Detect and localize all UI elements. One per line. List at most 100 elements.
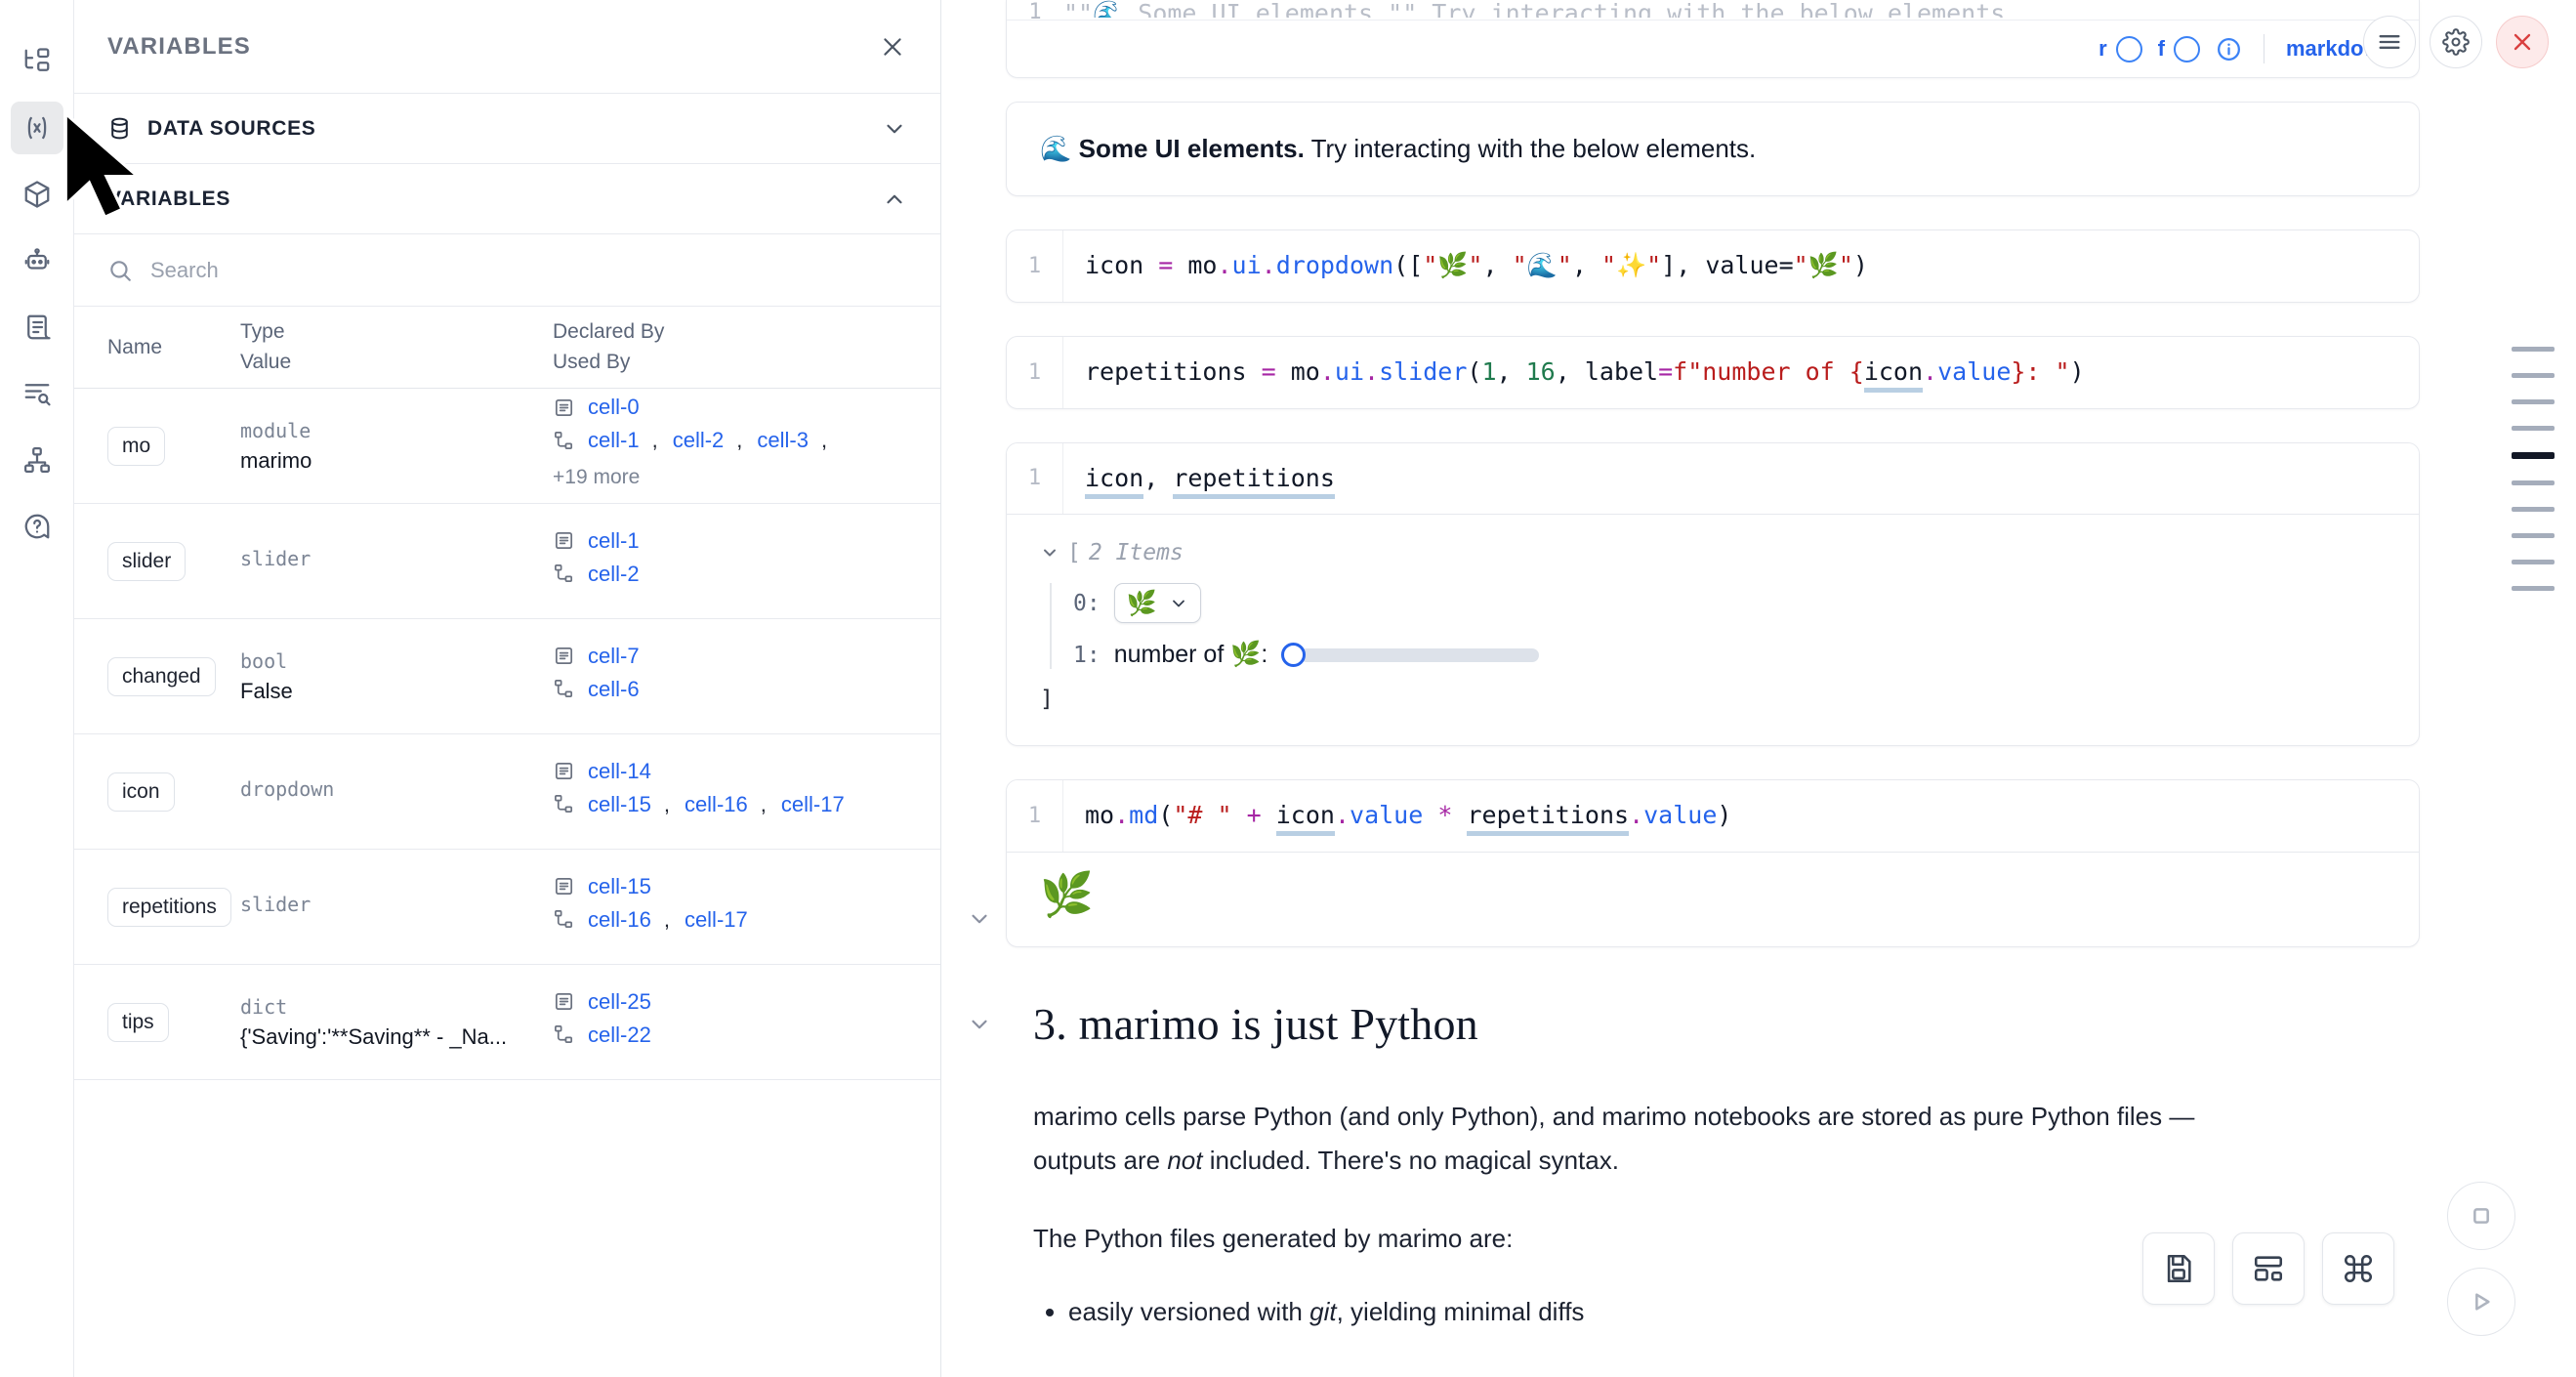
- minimap-bar[interactable]: [2512, 373, 2555, 378]
- column-header-declared-by: Declared By: [553, 320, 665, 343]
- minimap-bar[interactable]: [2512, 399, 2555, 404]
- list-output-header[interactable]: [ 2 Items: [1040, 540, 2386, 565]
- cell-link[interactable]: cell-16: [588, 906, 651, 932]
- play-icon[interactable]: [2447, 1268, 2515, 1336]
- file-tree-icon[interactable]: [11, 35, 63, 88]
- search-icon: [107, 258, 133, 283]
- section-paragraph-2: The Python files generated by marimo are…: [1033, 1224, 1514, 1254]
- column-header-type: Type: [240, 320, 285, 343]
- close-icon[interactable]: [2496, 16, 2549, 68]
- dependency-graph-icon[interactable]: [11, 434, 63, 486]
- notebook-area: 1 ""🌊 Some UI elements."" Try interactin…: [941, 0, 2576, 1377]
- cell-link[interactable]: cell-1: [588, 428, 640, 452]
- cell-link[interactable]: cell-2: [588, 561, 640, 586]
- cell-link[interactable]: cell-25: [588, 988, 651, 1014]
- package-icon[interactable]: [11, 168, 63, 221]
- minimap-bar[interactable]: [2512, 586, 2555, 591]
- column-header-name: Name: [107, 335, 163, 358]
- separator: ,: [760, 791, 767, 816]
- slider-thumb[interactable]: [1281, 643, 1307, 668]
- cell-link[interactable]: cell-16: [684, 791, 748, 816]
- link-icon: [553, 563, 575, 585]
- code-text-ghost[interactable]: ""🌊 Some UI elements."" Try interacting …: [1063, 0, 2020, 18]
- cell-link[interactable]: cell-15: [588, 791, 651, 816]
- layout-icon[interactable]: [2232, 1232, 2305, 1305]
- cell-link[interactable]: cell-15: [588, 873, 651, 898]
- cell-output: [ 2 Items 0: 🌿: [1007, 515, 2419, 745]
- gear-icon[interactable]: [2430, 16, 2482, 68]
- cell-link[interactable]: cell-22: [588, 1022, 651, 1047]
- variable-name-chip[interactable]: mo: [107, 426, 166, 466]
- minimap-bar[interactable]: [2512, 426, 2555, 431]
- cell-menu-icon[interactable]: [2363, 16, 2416, 68]
- cell-link[interactable]: cell-7: [588, 643, 640, 668]
- cell-link[interactable]: cell-1: [588, 527, 640, 553]
- cell-link[interactable]: cell-2: [672, 428, 725, 452]
- separator: ,: [663, 791, 670, 816]
- slider-control[interactable]: [1281, 643, 1540, 668]
- scratchpad-icon[interactable]: [11, 301, 63, 354]
- toggle-r[interactable]: r: [2098, 35, 2142, 63]
- cell-link[interactable]: cell-0: [588, 395, 640, 419]
- variable-name-chip[interactable]: icon: [107, 772, 175, 812]
- collapse-chevron-icon[interactable]: [967, 906, 992, 932]
- variable-name-chip[interactable]: slider: [107, 541, 187, 581]
- slider-track[interactable]: [1300, 647, 1540, 662]
- minimap-bar[interactable]: [2512, 533, 2555, 538]
- cell-link[interactable]: cell-17: [780, 791, 845, 816]
- minimap-bar[interactable]: [2512, 560, 2555, 564]
- toggle-f[interactable]: f: [2158, 35, 2200, 63]
- stop-icon[interactable]: [2447, 1182, 2515, 1250]
- help-icon[interactable]: [11, 500, 63, 553]
- more-count[interactable]: +19 more: [553, 466, 641, 488]
- logs-icon[interactable]: [11, 367, 63, 420]
- code-text[interactable]: icon = mo.ui.dropdown(["🌿", "🌊", "✨"], v…: [1085, 251, 1868, 279]
- declared-by-line: cell-25: [553, 989, 921, 1015]
- robot-icon[interactable]: [11, 234, 63, 287]
- code-editor[interactable]: 1 repetitions = mo.ui.slider(1, 16, labe…: [1006, 335, 2420, 409]
- close-icon[interactable]: [878, 32, 907, 62]
- info-icon[interactable]: [2216, 36, 2242, 63]
- markdown-section: 3. marimo is just Python marimo cells pa…: [1006, 998, 2420, 1333]
- code-text[interactable]: mo.md("# " + icon.value * repetitions.va…: [1063, 780, 1749, 852]
- variables-icon[interactable]: [10, 102, 63, 154]
- cell-link[interactable]: cell-6: [588, 676, 640, 701]
- toggle-r-switch[interactable]: [2115, 35, 2142, 63]
- icon-rail: [0, 0, 74, 1377]
- code-text[interactable]: repetitions = mo.ui.slider(1, 16, label=…: [1063, 337, 2102, 408]
- code-text[interactable]: icon, repetitions: [1063, 443, 1352, 515]
- save-icon[interactable]: [2142, 1232, 2215, 1305]
- search-input[interactable]: [150, 257, 907, 283]
- variable-value: False: [240, 678, 293, 703]
- code-editor[interactable]: 1 icon, repetitions: [1007, 442, 2419, 515]
- dropdown-select[interactable]: 🌿: [1113, 583, 1201, 624]
- variable-name-chip[interactable]: tips: [107, 1002, 169, 1042]
- toggle-f-switch[interactable]: [2173, 35, 2200, 63]
- variable-name-chip[interactable]: repetitions: [107, 887, 231, 927]
- minimap-bar[interactable]: [2512, 480, 2555, 485]
- chevron-down-icon[interactable]: [1040, 543, 1059, 563]
- list-item: 1: number of 🌿:: [1073, 641, 2386, 669]
- section-data-sources[interactable]: DATA SOURCES: [74, 94, 940, 164]
- minimap[interactable]: [2512, 347, 2555, 591]
- cell-link[interactable]: cell-3: [757, 428, 809, 452]
- minimap-bar[interactable]: [2512, 347, 2555, 352]
- cell-action-buttons: [2363, 16, 2549, 68]
- cell-link[interactable]: cell-17: [684, 906, 748, 932]
- variable-name-chip[interactable]: changed: [107, 656, 216, 696]
- variable-type: bool: [240, 648, 288, 673]
- declared-by-line: cell-14: [553, 759, 921, 784]
- cell-link[interactable]: cell-14: [588, 758, 651, 783]
- minimap-bar[interactable]: [2512, 452, 2555, 459]
- code-editor[interactable]: 1 icon = mo.ui.dropdown(["🌿", "🌊", "✨"],…: [1006, 230, 2420, 303]
- link-icon: [553, 793, 575, 815]
- collapse-chevron-icon[interactable]: [967, 1012, 992, 1037]
- code-editor[interactable]: 1 mo.md("# " + icon.value * repetitions.…: [1007, 780, 2419, 852]
- minimap-bar[interactable]: [2512, 507, 2555, 512]
- panel-title: VARIABLES: [107, 32, 251, 60]
- section-variables[interactable]: VARIABLES: [74, 164, 940, 234]
- command-icon[interactable]: [2322, 1232, 2394, 1305]
